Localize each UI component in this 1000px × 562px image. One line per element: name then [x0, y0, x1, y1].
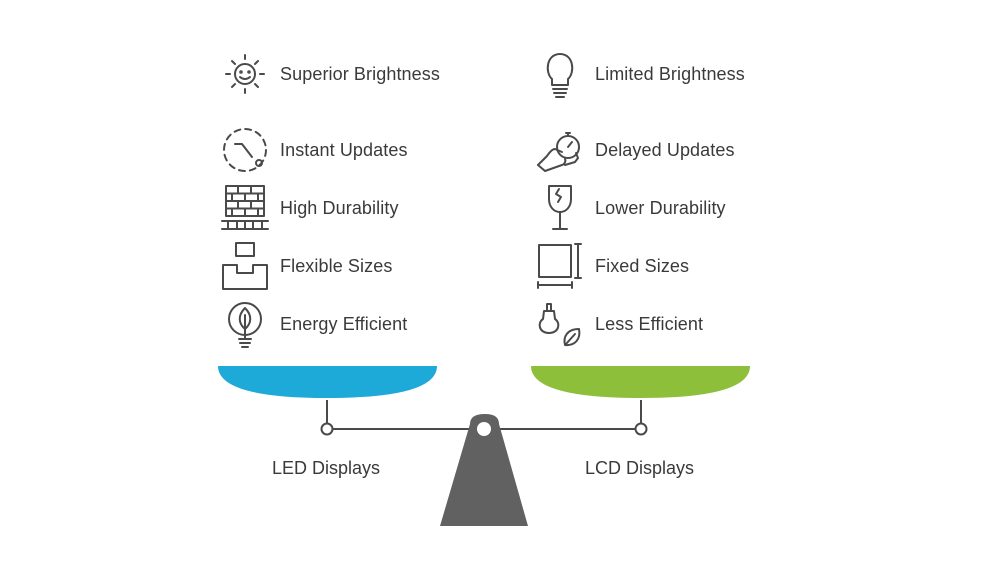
item-lower-durability: Lower Durability	[535, 182, 726, 234]
item-label: Flexible Sizes	[280, 255, 393, 276]
lcd-displays-label: LCD Displays	[585, 458, 695, 478]
item-high-durability: High Durability	[220, 182, 399, 234]
item-label: Superior Brightness	[280, 63, 440, 84]
led-displays-label: LED Displays	[272, 458, 381, 478]
item-limited-brightness: Limited Brightness	[535, 48, 745, 100]
item-label: High Durability	[280, 197, 399, 218]
fulcrum-hole	[477, 422, 491, 436]
bulb-leaf-icon	[535, 299, 585, 349]
dashed-timer-icon	[220, 125, 270, 175]
item-label: Energy Efficient	[280, 313, 408, 334]
cracked-glass-icon	[535, 183, 585, 233]
item-less-efficient: Less Efficient	[535, 298, 703, 350]
item-label: Instant Updates	[280, 139, 408, 160]
item-energy-efficient: Energy Efficient	[220, 298, 407, 350]
left-pan	[218, 366, 437, 398]
fixed-square-icon	[535, 241, 585, 291]
item-label: Fixed Sizes	[595, 255, 690, 276]
light-bulb-icon	[535, 49, 585, 99]
hand-stopwatch-icon	[535, 125, 585, 175]
leaf-bulb-icon	[220, 299, 270, 349]
item-label: Less Efficient	[595, 313, 704, 334]
sun-icon	[220, 49, 270, 99]
fulcrum	[440, 414, 528, 526]
right-pivot	[634, 422, 648, 436]
item-label: Limited Brightness	[595, 63, 745, 84]
item-instant-updates: Instant Updates	[220, 124, 408, 176]
item-label: Delayed Updates	[595, 139, 735, 160]
brick-wall-icon	[220, 183, 270, 233]
left-pivot	[320, 422, 334, 436]
right-pan	[531, 366, 750, 398]
item-superior-brightness: Superior Brightness	[220, 48, 440, 100]
item-delayed-updates: Delayed Updates	[535, 124, 735, 176]
item-flexible-sizes: Flexible Sizes	[220, 240, 392, 292]
flexible-boxes-icon	[220, 241, 270, 291]
item-label: Lower Durability	[595, 197, 726, 218]
item-fixed-sizes: Fixed Sizes	[535, 240, 689, 292]
